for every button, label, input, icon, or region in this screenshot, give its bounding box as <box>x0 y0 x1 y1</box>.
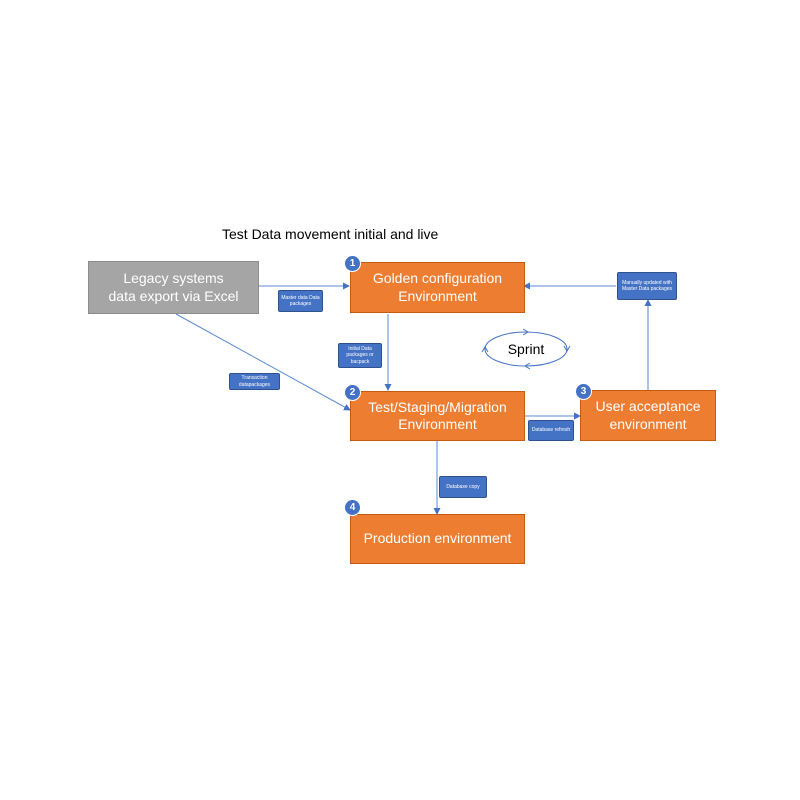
node-test-staging-migration-label: Test/Staging/Migration Environment <box>368 398 507 433</box>
edge-label-transaction: Transaction datapackages <box>229 373 280 390</box>
node-legacy-systems: Legacy systems data export via Excel <box>88 261 259 314</box>
node-production: Production environment <box>350 514 525 564</box>
edge-label-database-copy: Database copy <box>439 476 487 498</box>
badge-test-number: 2 <box>344 384 361 401</box>
sprint-label: Sprint <box>507 341 545 357</box>
node-user-acceptance: User acceptance environment <box>580 390 716 441</box>
edge-label-initial-data: Initial Data packages or bacpack <box>338 343 382 368</box>
node-test-staging-migration: Test/Staging/Migration Environment <box>350 391 525 441</box>
node-production-label: Production environment <box>363 530 512 547</box>
badge-uat-number: 3 <box>575 383 592 400</box>
badge-golden-number: 1 <box>344 255 361 272</box>
edge-legacy-to-test <box>175 313 351 411</box>
edge-label-manually-updated: Manually updated with Master Data packag… <box>617 272 677 300</box>
node-user-acceptance-label: User acceptance environment <box>595 398 701 432</box>
badge-production-number: 4 <box>344 499 361 516</box>
node-golden-configuration: Golden configuration Environment <box>350 262 525 313</box>
diagram-title: Test Data movement initial and live <box>222 226 439 242</box>
edge-label-master-data: Master data Data packages <box>278 290 323 312</box>
node-golden-configuration-label: Golden configuration Environment <box>372 270 503 304</box>
node-legacy-systems-label: Legacy systems data export via Excel <box>108 270 239 304</box>
edge-label-database-refresh: Database refresh <box>528 420 574 441</box>
